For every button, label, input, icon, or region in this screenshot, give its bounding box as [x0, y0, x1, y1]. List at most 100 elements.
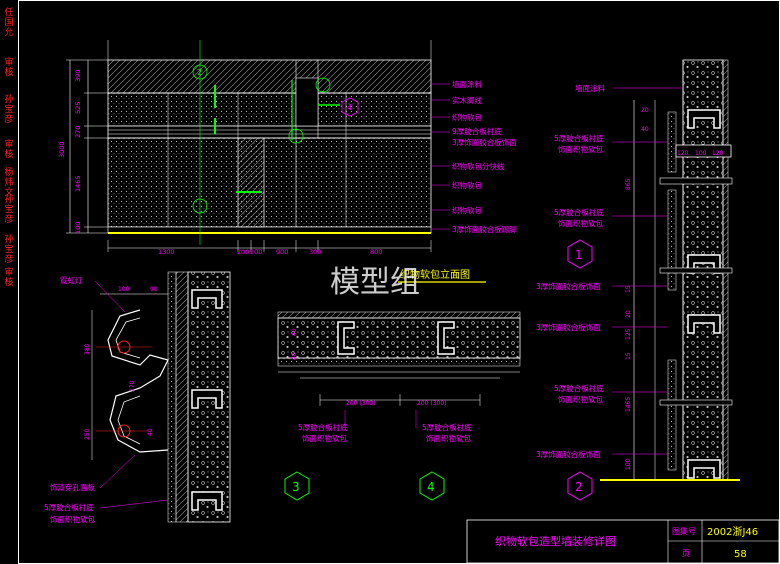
dim-bottom-1: 1300 [158, 248, 175, 256]
s3-callout-2: 饰漆穿孔面板 [50, 482, 95, 492]
page-label: 页 [682, 549, 690, 558]
s4-callout-4: 饰面织物软包 [426, 433, 471, 443]
s3-dim-2: 90 [150, 286, 158, 293]
s1-callout-5: 饰面织物软包 [558, 218, 603, 228]
s3-light-profile [107, 309, 169, 453]
elevation-rail-band [107, 125, 432, 139]
dim-total: 3000 [58, 141, 66, 158]
s3-dim-4: 270 [129, 380, 136, 392]
s4-label: 4 [427, 480, 435, 494]
title-block: 织物软包造型墙装修详图 图集号 2002浙J46 页 58 [466, 519, 780, 564]
s1-dim-11: 1465 [625, 397, 632, 412]
elevation-upper-panel [107, 92, 432, 127]
s1-callout-3: 饰面织物软包 [558, 144, 603, 154]
s1-dim-9: 125 [625, 328, 632, 340]
section-3-view: 100 90 380 270 250 40 霓虹灯 饰漆穿孔面板 5厚胶合板衬底… [44, 271, 310, 524]
dim-bottom-6: 800 [370, 248, 382, 256]
s3-label: 3 [292, 480, 300, 494]
s4-callout-3: 5厚胶合板衬底 [422, 422, 472, 432]
dim-bottom-3: 200 [250, 248, 262, 256]
s3-callout-3: 5厚胶合板衬底 [44, 502, 94, 512]
atlas-number: 2002浙J46 [707, 526, 758, 538]
s1-dim-8: 20 [625, 310, 632, 318]
elevation-top-band [107, 59, 432, 94]
section-1-view: 20 40 865 15 20 125 15 1465 100 100 120 … [536, 59, 740, 481]
stamp-cell-3: 孙宝彦 [4, 95, 14, 125]
s2-label-hexagon [567, 471, 593, 501]
s1-callout-10: 3厚饰面胶合板饰面 [536, 449, 601, 459]
s1-label-hexagon [567, 239, 593, 269]
s2-label: 2 [575, 480, 583, 494]
s1-callout-6: 3厚饰面胶合板饰面 [536, 281, 601, 291]
drawing-title: 织物软包造型墙装修详图 [495, 534, 616, 548]
elevation-view: 2 4 390 525 270 1465 100 3000 [58, 40, 517, 300]
s1-dim-12: 100 [625, 458, 632, 470]
elev-callout-2: 实木脚线 [452, 95, 482, 105]
s4-callout-2: 饰面织物软包 [302, 433, 347, 443]
s1-dim-7: 15 [625, 285, 632, 293]
s1-dim-4: 120 [677, 150, 689, 157]
elev-callout-9: 3厚饰面胶合板踢脚 [452, 224, 517, 234]
s4-dim-2: 200 (300) [417, 400, 447, 407]
section-ref-hexagon [341, 97, 359, 117]
s3-dim-3: 380 [84, 343, 91, 355]
s1-dim-2: 40 [641, 126, 649, 133]
s1-dim-1: 20 [641, 107, 649, 114]
elev-callout-5: 3厚饰面胶合板饰面 [452, 137, 517, 147]
elev-callout-7: 织物软包 [452, 180, 482, 190]
s4-wall [277, 317, 521, 359]
s1-callout-2: 5厚胶合板衬底 [554, 133, 604, 143]
dim-left-5: 100 [74, 222, 82, 234]
stamp-cell-6: 孙宝彦 [4, 195, 14, 225]
section-4-view: 200 (300) 200 (300) 40 40 5厚胶合板衬底 饰面织物软包… [277, 311, 521, 501]
stamp-cell-7: 孙宝彦 [4, 235, 14, 265]
elev-callout-3: 织物软包 [452, 112, 482, 122]
elevation-marker-label: 2 [197, 68, 202, 77]
s4-dim-4: 40 [291, 352, 298, 360]
s1-callout-4: 5厚胶合板衬底 [554, 207, 604, 217]
page-number: 58 [734, 549, 747, 560]
elev-callout-4: 9厚胶合板衬底 [452, 126, 502, 136]
dim-bottom-4: 900 [276, 248, 288, 256]
stamp-cell-1: 任国允 [4, 8, 14, 38]
s4-label-hexagon [419, 471, 445, 501]
stamp-cell-8: 审核 [4, 268, 14, 288]
s1-dim-10: 15 [625, 352, 632, 360]
s3-dim-5: 250 [84, 428, 91, 440]
s1-callout-1: 墙面涂料 [575, 83, 605, 93]
dim-left-4: 1465 [74, 175, 82, 192]
s4-dim-1: 200 (300) [346, 400, 376, 407]
elev-callout-1: 墙面涂料 [452, 79, 482, 89]
s3-callout-1: 霓虹灯 [60, 275, 83, 285]
dim-bottom-2: 200 [237, 248, 249, 256]
stamp-cell-5: 杨炜文 [4, 168, 14, 198]
stamp-cell-4: 审核 [4, 140, 14, 160]
s1-callout-7: 3厚饰面胶合板饰面 [536, 322, 601, 332]
section-ref-label: 4 [347, 103, 352, 112]
s1-dim-3: 100 [695, 150, 707, 157]
elev-callout-8: 织物软包 [452, 205, 482, 215]
elevation-lower-panel [107, 137, 432, 228]
s4-dim-3: 40 [291, 328, 298, 336]
s1-callout-9: 饰面织物软包 [558, 394, 603, 404]
s1-dim-6: 865 [625, 178, 632, 190]
s3-callout-4: 饰面织物软包 [50, 514, 95, 524]
stamp-cell-2: 审核 [4, 58, 14, 78]
s4-callout-1: 5厚胶合板衬底 [298, 422, 348, 432]
atlas-label: 图集号 [672, 526, 696, 536]
elev-callout-6: 织物软包分块线 [452, 161, 505, 171]
s3-dim-6: 40 [147, 428, 154, 436]
dim-left-2: 525 [74, 102, 82, 114]
s3-dim-1: 100 [118, 286, 130, 293]
watermark-text: 模型组 [330, 265, 420, 300]
s1-label: 1 [575, 248, 583, 262]
dim-left-1: 390 [74, 70, 82, 82]
s1-callout-8: 5厚胶合板衬底 [554, 383, 604, 393]
dim-bottom-5: 300 [309, 248, 321, 256]
s3-label-hexagon [284, 471, 310, 501]
s1-dim-5: 120 [712, 150, 724, 157]
dim-left-3: 270 [74, 126, 82, 138]
elevation-title: 织物软包立面图 [400, 268, 470, 281]
